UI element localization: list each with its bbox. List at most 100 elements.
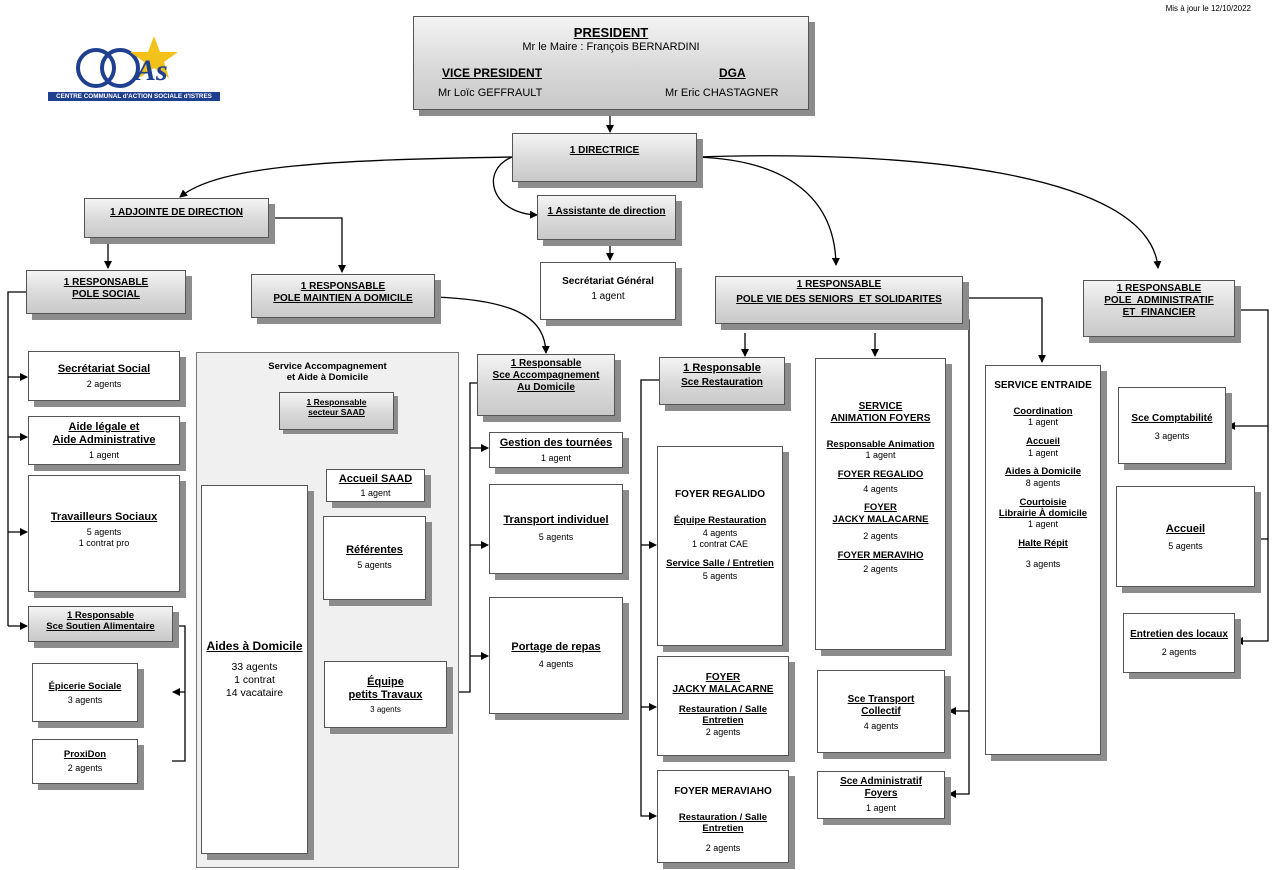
pole-admin-line1: 1 RESPONSABLE (1116, 283, 1202, 294)
aides-domicile-title: Aides à Domicile (206, 639, 303, 653)
transport-collectif-count: 4 agents (863, 721, 899, 731)
equipe-travaux-line2: petits Travaux (348, 689, 423, 702)
soutien-alimentaire-box: 1 Responsable Sce Soutien Alimentaire (28, 606, 173, 642)
meraviaho-sub1: Restauration / Salle (678, 812, 768, 823)
pole-social-box: 1 RESPONSABLE POLE SOCIAL (26, 270, 186, 314)
secretariat-general-title: Secrétariat Général (562, 276, 654, 287)
entraide-aides-count: 8 agents (1025, 477, 1061, 488)
service-entraide-box: SERVICE ENTRAIDE Coordination 1 agent Ac… (985, 365, 1101, 755)
tournees-box: Gestion des tournées 1 agent (489, 432, 623, 468)
restauration-line1: 1 Responsable (683, 362, 761, 374)
pole-social-line2: POLE SOCIAL (72, 289, 140, 300)
animation-f2-count: 2 agents (863, 531, 898, 542)
soutien-line2: Sce Soutien Alimentaire (46, 621, 155, 633)
referentes-count: 5 agents (357, 560, 392, 571)
adjointe-label: 1 ADJOINTE DE DIRECTION (110, 207, 243, 218)
foyer-malacarne-box: FOYER JACKY MALACARNE Restauration / Sal… (657, 656, 789, 756)
malacarne-sub2: Entretien (702, 715, 744, 727)
aide-legale-box: Aide légale et Aide Administrative 1 age… (28, 416, 180, 465)
regalido-sub1-extra: 1 contrat CAE (691, 539, 749, 550)
animation-f1: FOYER REGALIDO (837, 469, 924, 481)
equipe-travaux-line1: Équipe (367, 676, 404, 688)
secretariat-general-box: Secrétariat Général 1 agent (540, 262, 676, 320)
regalido-title: FOYER REGALIDO (674, 489, 765, 500)
animation-f3: FOYER MERAVIHO (837, 549, 924, 561)
assistante-box: 1 Assistante de direction (537, 195, 676, 240)
animation-line2: ANIMATION FOYERS (830, 413, 931, 424)
assistante-label: 1 Assistante de direction (547, 206, 666, 217)
meraviaho-sub2: Entretien (702, 823, 744, 835)
resp-saad-line2: secteur SAAD (308, 407, 365, 418)
malacarne-line2: JACKY MALACARNE (672, 684, 774, 695)
admin-foyers-count: 1 agent (865, 803, 897, 813)
accueil-saad-count: 1 agent (360, 488, 391, 499)
animation-resp: Responsable Animation (826, 439, 935, 450)
accueil-saad-title: Accueil SAAD (338, 473, 413, 485)
aides-domicile-line3: 14 vacataire (225, 686, 284, 699)
secretariat-social-title: Secrétariat Social (57, 363, 151, 375)
animation-foyers-box: SERVICE ANIMATION FOYERS Responsable Ani… (815, 358, 946, 650)
accueil-admin-box: Accueil 5 agents (1116, 486, 1255, 587)
animation-resp-count: 1 agent (865, 450, 896, 461)
sce-accompagnement-box: 1 Responsable Sce Accompagnement Au Domi… (477, 354, 615, 416)
tournees-title: Gestion des tournées (499, 437, 613, 449)
epicerie-count: 3 agents (67, 695, 103, 706)
epicerie-title: Épicerie Sociale (48, 681, 122, 692)
entraide-title: SERVICE ENTRAIDE (994, 380, 1092, 391)
animation-line1: SERVICE (858, 401, 903, 412)
travailleurs-sociaux-count: 5 agents (86, 527, 122, 538)
animation-f2-line1: FOYER (864, 502, 897, 514)
entraide-halte: Halte Répit (1018, 538, 1068, 550)
pole-admin-line3: ET FINANCIER (1122, 307, 1196, 318)
aides-domicile-box: Aides à Domicile 33 agents 1 contrat 14 … (201, 485, 308, 854)
saad-panel-line1: Service Accompagnement (268, 361, 387, 372)
secretariat-general-count: 1 agent (591, 291, 625, 302)
epicerie-sociale-box: Épicerie Sociale 3 agents (32, 663, 138, 722)
accueil-admin-title: Accueil (1165, 523, 1206, 535)
portage-title: Portage de repas (511, 641, 601, 653)
entretien-locaux-box: Entretien des locaux 2 agents (1123, 613, 1235, 673)
pole-social-line1: 1 RESPONSABLE (63, 277, 149, 288)
sce-restauration-box: 1 Responsable Sce Restauration (659, 357, 785, 405)
aide-legale-line2: Aide Administrative (52, 434, 156, 447)
ccas-logo-icon: As (76, 36, 178, 88)
transport-collectif-line2: Collectif (861, 706, 901, 717)
travailleurs-sociaux-title: Travailleurs Sociaux (50, 511, 158, 523)
pole-seniors-line2: POLE VIE DES SENIORS ET SOLIDARITES (736, 294, 942, 305)
pole-seniors-line1: 1 RESPONSABLE (796, 279, 882, 290)
transport-individuel-title: Transport individuel (503, 514, 609, 526)
pole-maintien-line2: POLE MAINTIEN A DOMICILE (273, 293, 413, 304)
travailleurs-sociaux-extra: 1 contrat pro (78, 537, 130, 548)
svg-text:As: As (134, 54, 168, 87)
admin-foyers-box: Sce Administratif Foyers 1 agent (817, 771, 945, 819)
soutien-line1: 1 Responsable (66, 610, 135, 621)
transport-collectif-line1: Sce Transport (847, 694, 915, 705)
entraide-coordination: Coordination (1013, 406, 1073, 417)
aide-legale-count: 1 agent (88, 450, 120, 461)
proxidon-title: ProxiDon (63, 749, 107, 760)
portage-repas-box: Portage de repas 4 agents (489, 597, 623, 714)
animation-f2-line2: JACKY MALACARNE (832, 513, 929, 525)
proxidon-box: ProxiDon 2 agents (32, 739, 138, 784)
dga-name: Mr Eric CHASTAGNER (665, 87, 779, 99)
aides-domicile-line1: 33 agents (231, 661, 278, 674)
admin-foyers-line2: Foyers (864, 788, 898, 799)
comptabilite-box: Sce Comptabilité 3 agents (1118, 387, 1226, 464)
admin-foyers-line1: Sce Administratif (840, 776, 922, 787)
pole-seniors-box: 1 RESPONSABLE POLE VIE DES SENIORS ET SO… (715, 276, 963, 324)
dga-title: DGA (719, 66, 746, 80)
accueil-admin-count: 5 agents (1168, 541, 1203, 552)
comptabilite-count: 3 agents (1154, 431, 1190, 441)
aides-domicile-line2: 1 contrat (234, 673, 275, 686)
regalido-sub2: Service Salle / Entretien (666, 557, 774, 569)
vp-name: Mr Loïc GEFFRAULT (438, 87, 543, 99)
aide-legale-line1: Aide légale et (68, 421, 140, 433)
travailleurs-sociaux-box: Travailleurs Sociaux 5 agents 1 contrat … (28, 475, 180, 592)
logo-caption: CENTRE COMMUNAL d'ACTION SOCIALE d'ISTRE… (48, 92, 220, 101)
vp-title: VICE PRESIDENT (442, 66, 543, 80)
president-name: Mr le Maire : François BERNARDINI (522, 40, 700, 53)
referentes-box: Référentes 5 agents (323, 516, 426, 600)
sce-accomp-line1: 1 Responsable (510, 358, 582, 369)
president-box: PRESIDENT Mr le Maire : François BERNARD… (413, 16, 809, 110)
restauration-line2: Sce Restauration (681, 377, 763, 389)
